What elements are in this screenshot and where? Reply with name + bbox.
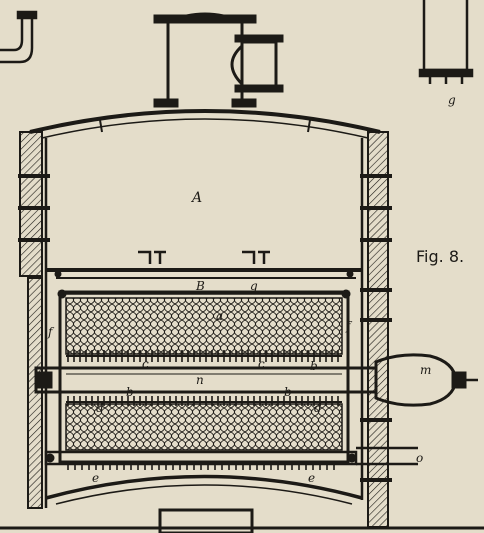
label-b-upper-right: b (310, 359, 318, 373)
bottom-arch (45, 474, 363, 533)
left-wall (19, 131, 48, 509)
label-b-left: b (126, 385, 134, 399)
label-g: g (250, 279, 258, 293)
label-g-top: g (448, 93, 456, 107)
baffle-right (242, 250, 270, 264)
baffle-left (138, 250, 166, 264)
label-n: n (196, 373, 204, 387)
label-f-right: f (345, 319, 353, 333)
label-B: B (195, 279, 205, 293)
lower-mesh-d (65, 403, 343, 451)
label-c-left: c (142, 357, 149, 371)
figure-title: Fig. 8. (416, 247, 464, 266)
element-frame (57, 289, 351, 464)
label-m: m (420, 363, 431, 377)
label-o: o (416, 451, 423, 465)
label-e-left: e (92, 471, 99, 485)
upper-chamber-A (46, 268, 362, 279)
column-fragment-top-right (418, 0, 474, 84)
upper-mesh-a (65, 297, 343, 355)
top-outlet (153, 12, 284, 108)
label-f-left: f (47, 325, 55, 339)
pipe-fragment-top-left (0, 10, 38, 64)
label-b-right: b (284, 385, 292, 399)
label-e-right: e (308, 471, 315, 485)
pipe-n (34, 366, 378, 394)
label-d-left: d (96, 401, 104, 415)
drum-m (374, 353, 478, 407)
boiler-dome (29, 109, 381, 139)
bottom-grate (44, 450, 358, 470)
upper-comb-row (66, 350, 342, 362)
label-a: a (216, 309, 223, 323)
right-wall (360, 131, 392, 528)
label-d-right: d (314, 401, 322, 415)
label-c-right: c (258, 357, 265, 371)
pipe-o (356, 446, 418, 466)
label-A: A (190, 190, 202, 206)
left-wall-ties (18, 174, 50, 242)
